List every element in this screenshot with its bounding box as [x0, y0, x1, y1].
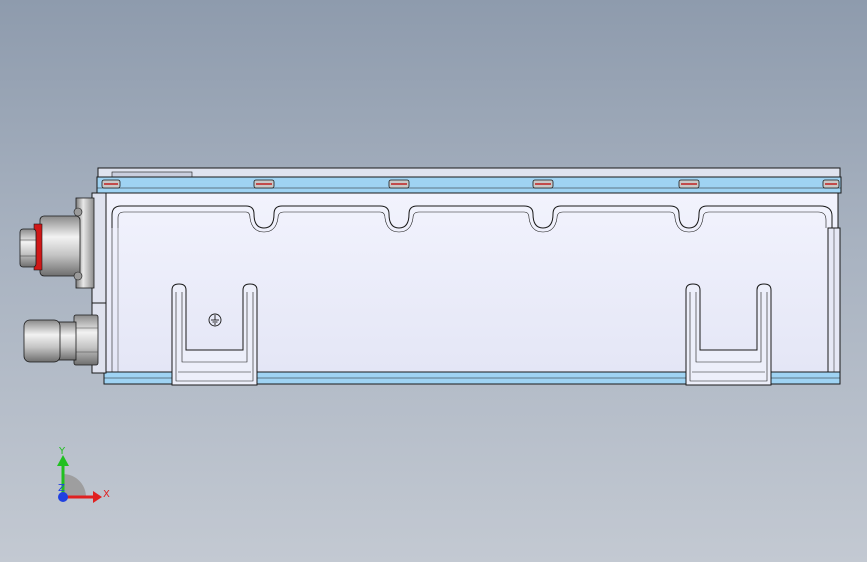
- upper-round-connector: [19, 197, 95, 289]
- flange-screws: [101, 179, 840, 189]
- z-axis-label: Z: [58, 483, 65, 494]
- upper-flange: [96, 176, 842, 194]
- mounting-bracket-left: [171, 283, 258, 386]
- screw-1: [101, 179, 121, 189]
- lower-cable-gland: [23, 302, 107, 374]
- earth-ground-icon: [208, 313, 222, 327]
- x-axis-label: X: [103, 489, 110, 500]
- screw-6: [822, 179, 840, 189]
- screw-4: [532, 179, 554, 189]
- upper-rib-profile: [111, 205, 833, 229]
- screw-5: [678, 179, 700, 189]
- mounting-bracket-right: [685, 283, 772, 386]
- housing-right-end: [827, 227, 841, 374]
- housing-face: [103, 192, 839, 374]
- screw-2: [253, 179, 275, 189]
- coordinate-triad: Y X Z: [57, 446, 110, 503]
- y-axis-label: Y: [58, 446, 66, 457]
- screw-3: [388, 179, 410, 189]
- z-axis-dot: [58, 492, 68, 502]
